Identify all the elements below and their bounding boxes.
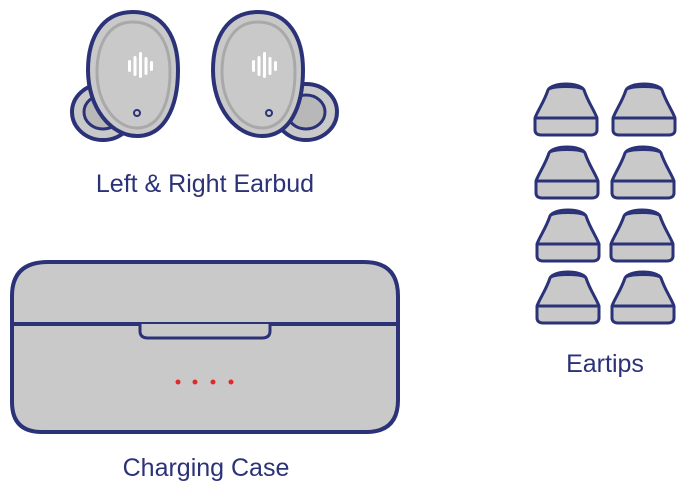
left-earbud-icon (72, 12, 178, 140)
eartip-icon (612, 272, 674, 323)
eartip-icon (537, 272, 599, 323)
led-dot (176, 380, 181, 385)
led-dot (193, 380, 198, 385)
led-dot (211, 380, 216, 385)
eartip-icon (611, 210, 673, 261)
charging-case-icon (12, 262, 398, 432)
earbuds-label: Left & Right Earbud (60, 170, 350, 199)
eartip-icon (537, 210, 599, 261)
eartip-icon (535, 84, 597, 135)
eartip-icon (612, 147, 674, 198)
eartips-label: Eartips (540, 350, 670, 379)
charging-case-label: Charging Case (96, 454, 316, 483)
led-dot (229, 380, 234, 385)
right-earbud-icon (213, 12, 337, 140)
eartip-icon (613, 84, 675, 135)
eartip-icon (536, 147, 598, 198)
eartips-icon (535, 84, 675, 323)
